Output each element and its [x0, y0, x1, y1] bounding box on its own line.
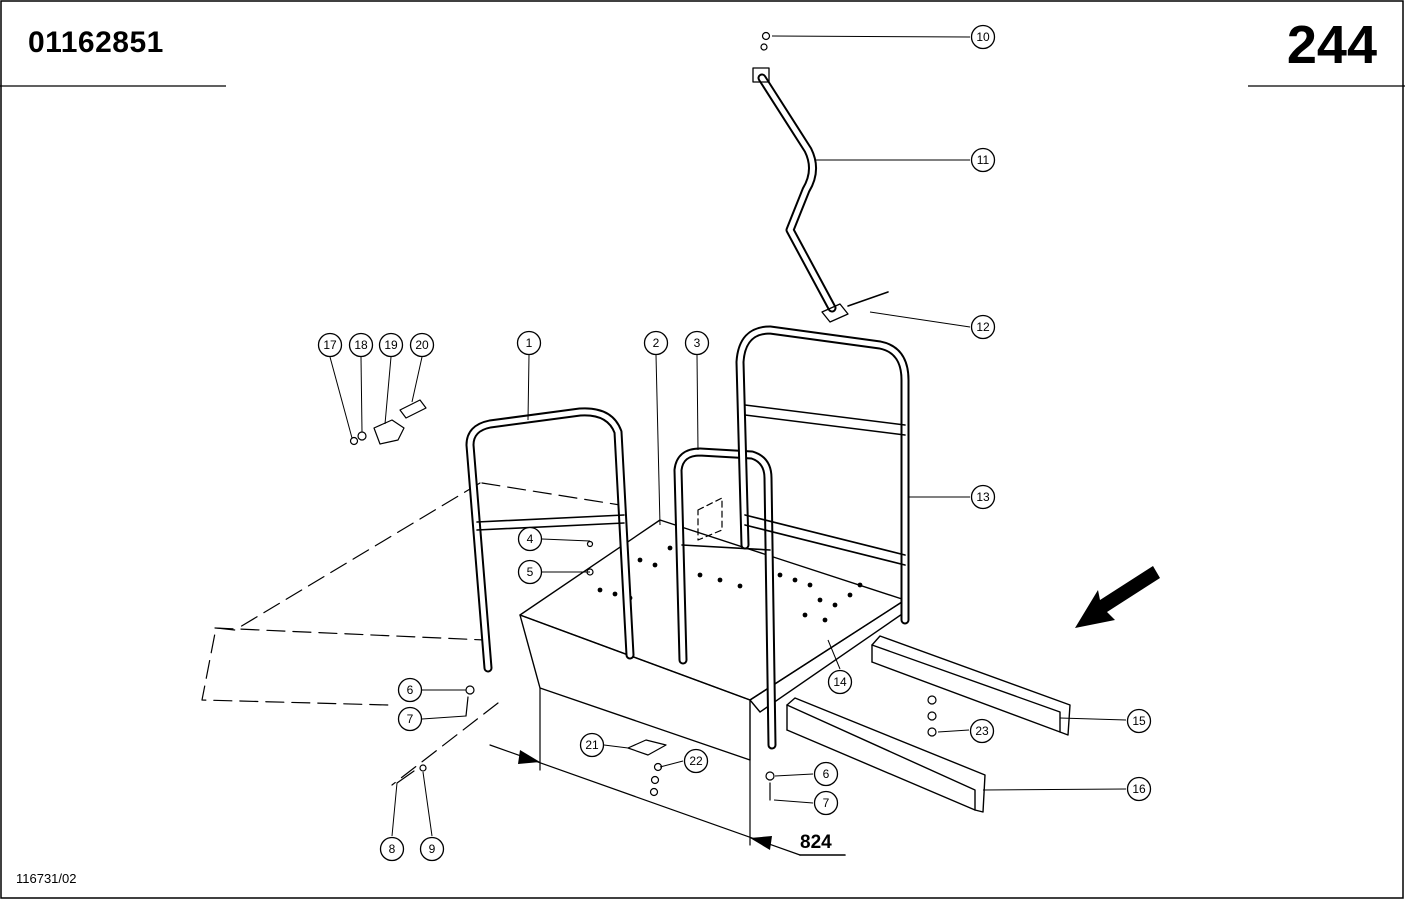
svg-text:9: 9	[429, 842, 436, 856]
svg-text:7: 7	[407, 712, 414, 726]
callout-16: 16	[1126, 776, 1152, 802]
svg-text:11: 11	[977, 153, 990, 167]
hardware-items	[349, 31, 937, 801]
rear-frame-13	[735, 325, 910, 625]
drawing-code: 116731/02	[16, 871, 77, 886]
svg-text:21: 21	[585, 738, 599, 752]
svg-text:4: 4	[527, 532, 534, 546]
callout-19: 19	[378, 332, 404, 358]
callout-8: 8	[379, 836, 405, 862]
vehicle-outline-dashed	[201, 482, 621, 786]
svg-text:6: 6	[407, 683, 414, 697]
callout-6: 6	[397, 677, 423, 703]
callout-21: 21	[579, 732, 605, 758]
callout-6-lower: 6	[813, 761, 839, 787]
callout-23: 23	[969, 718, 995, 744]
callout-7-lower: 7	[813, 790, 839, 816]
svg-text:18: 18	[354, 338, 368, 352]
part-number: 01162851	[28, 26, 164, 59]
callout-11: 11	[970, 147, 996, 173]
svg-text:6: 6	[823, 767, 830, 781]
svg-text:3: 3	[694, 336, 701, 350]
callout-20: 20	[409, 332, 435, 358]
svg-text:10: 10	[976, 30, 990, 44]
callout-10: 10	[970, 24, 996, 50]
callout-4: 4	[517, 526, 543, 552]
callout-13: 13	[970, 484, 996, 510]
handrail-1	[465, 407, 635, 673]
callout-22: 22	[683, 748, 709, 774]
callout-9: 9	[419, 836, 445, 862]
svg-text:17: 17	[323, 338, 337, 352]
svg-text:2: 2	[653, 336, 660, 350]
svg-text:23: 23	[975, 724, 989, 738]
leader-lines	[329, 35, 1127, 837]
svg-text:19: 19	[384, 338, 398, 352]
rear-plate-2	[697, 497, 723, 541]
callout-7: 7	[397, 706, 423, 732]
platform-floor	[519, 519, 906, 761]
handrail-3	[673, 447, 777, 750]
cross-member-16	[786, 697, 986, 813]
callout-12: 12	[970, 314, 996, 340]
dimension-line	[489, 687, 846, 856]
svg-text:5: 5	[527, 565, 534, 579]
svg-text:1: 1	[526, 336, 533, 350]
svg-text:16: 16	[1132, 782, 1146, 796]
support-arm-11	[752, 67, 889, 323]
page-number: 244	[1286, 15, 1377, 75]
svg-text:12: 12	[976, 320, 990, 334]
svg-text:15: 15	[1132, 714, 1146, 728]
svg-text:14: 14	[833, 675, 847, 689]
svg-text:22: 22	[689, 754, 703, 768]
callout-15: 15	[1126, 708, 1152, 734]
direction-arrow	[1075, 566, 1160, 628]
dimension-label: 824	[800, 832, 832, 853]
svg-text:7: 7	[823, 796, 830, 810]
callout-1: 1	[516, 330, 542, 356]
callout-5: 5	[517, 559, 543, 585]
callout-18: 18	[348, 332, 374, 358]
cross-member-15	[871, 635, 1071, 736]
callout-3: 3	[684, 330, 710, 356]
callout-14: 14	[827, 669, 853, 695]
callout-2: 2	[643, 330, 669, 356]
svg-text:20: 20	[415, 338, 429, 352]
svg-text:13: 13	[976, 490, 990, 504]
svg-text:8: 8	[389, 842, 396, 856]
callout-17: 17	[317, 332, 343, 358]
